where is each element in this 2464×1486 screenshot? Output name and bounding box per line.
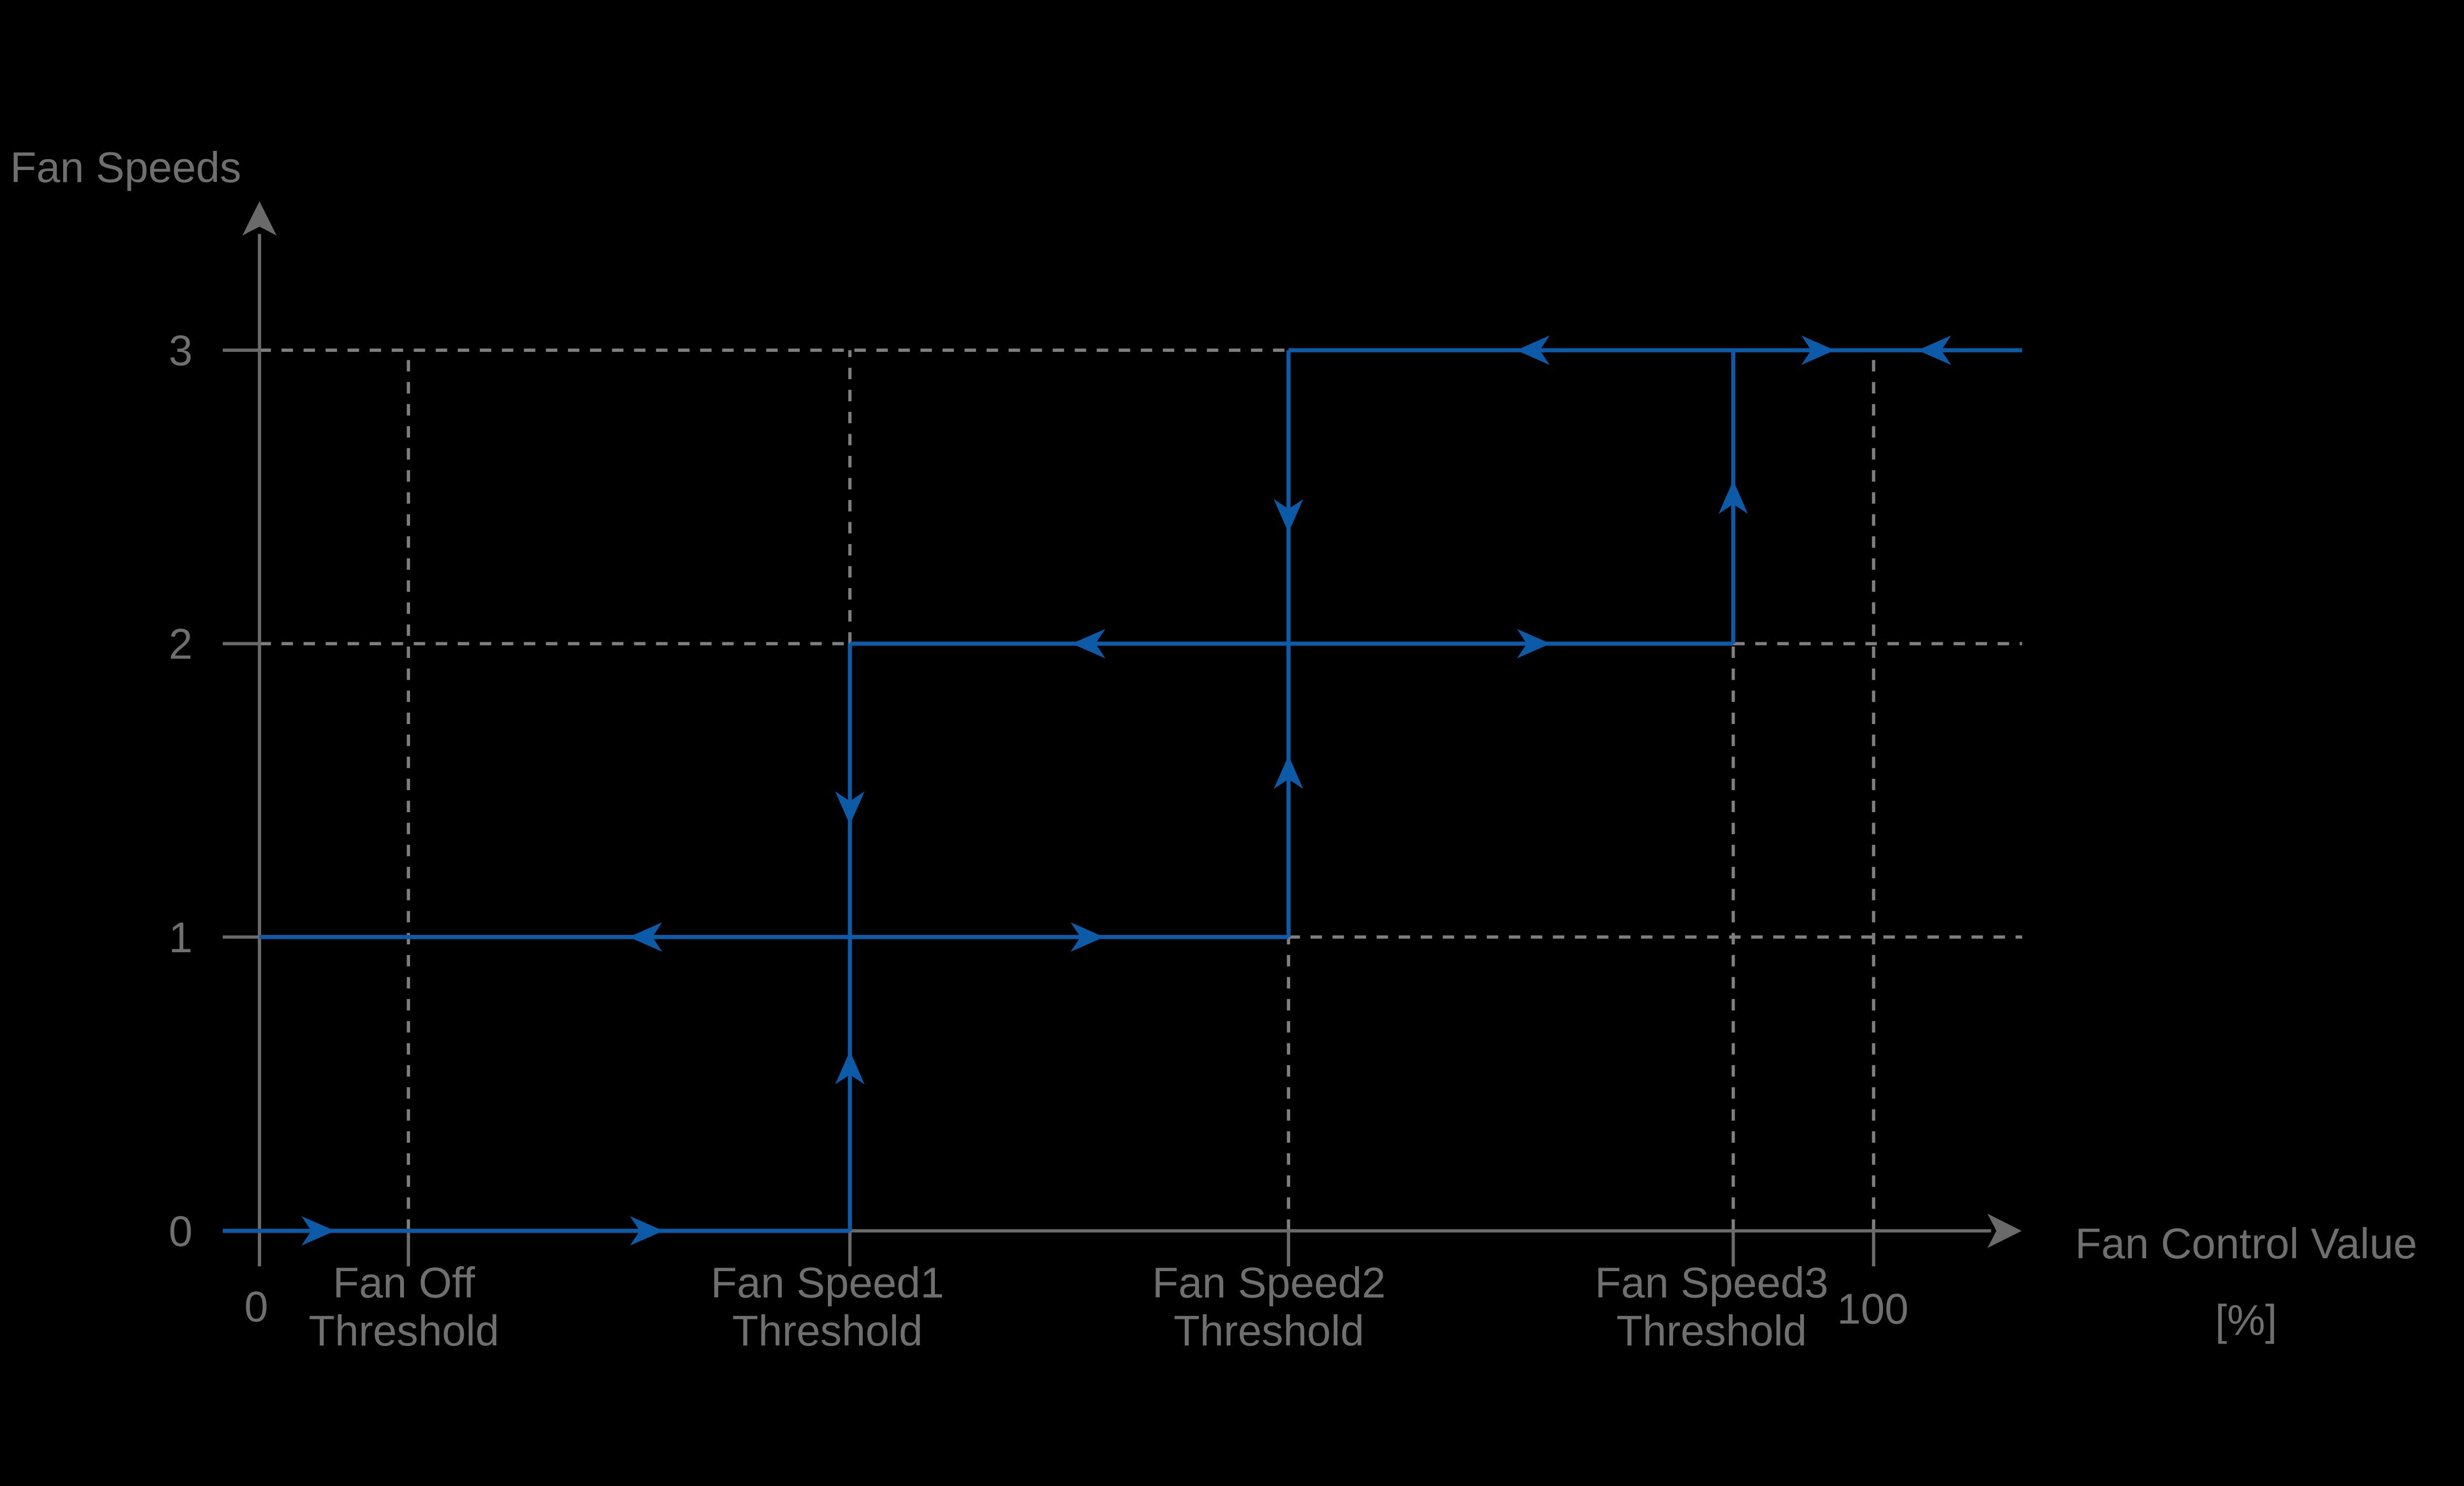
y-axis-title: Fan Speeds — [10, 143, 241, 191]
flow-direction-right-arrow-icon — [1801, 335, 1835, 365]
fan-speed3-threshold-l2: Threshold — [1616, 1307, 1807, 1355]
y-tick-label-1: 1 — [169, 914, 192, 962]
fan-off-threshold-l1: Fan Off — [333, 1259, 476, 1307]
x-tick-label-100: 100 — [1837, 1285, 1909, 1333]
flow-direction-left-arrow-icon — [1516, 335, 1550, 365]
fan-off-threshold-l2: Threshold — [308, 1307, 499, 1355]
x-axis-arrow-icon — [1987, 1213, 2022, 1248]
y-tick-label-0: 0 — [169, 1208, 192, 1255]
flow-direction-down-arrow-icon — [835, 791, 865, 825]
flow-direction-right-arrow-icon — [301, 1216, 335, 1246]
fan-speed3-threshold-l1: Fan Speed3 — [1595, 1259, 1828, 1307]
flow-direction-down-arrow-icon — [1273, 499, 1303, 533]
x-axis-title-l1: Fan Control Value — [2075, 1220, 2417, 1268]
flow-direction-right-arrow-icon — [1070, 922, 1104, 952]
flow-direction-left-arrow-icon — [1072, 629, 1105, 658]
y-axis-arrow-icon — [242, 201, 277, 236]
fan-speed2-threshold-l2: Threshold — [1174, 1307, 1365, 1355]
flow-direction-right-arrow-icon — [630, 1216, 664, 1246]
fan-speed1-threshold-l1: Fan Speed1 — [711, 1259, 944, 1307]
flow-direction-left-arrow-icon — [628, 922, 662, 952]
x-tick-label-0: 0 — [244, 1283, 268, 1331]
flow-direction-up-arrow-icon — [1273, 755, 1303, 789]
y-tick-label-2: 2 — [169, 621, 192, 668]
flow-direction-up-arrow-icon — [1718, 480, 1748, 514]
x-axis-title-l2: [%] — [2215, 1296, 2277, 1344]
fan-speed1-threshold-l2: Threshold — [732, 1307, 923, 1355]
chart-background — [0, 128, 2464, 1358]
flow-direction-up-arrow-icon — [835, 1051, 865, 1085]
y-tick-label-3: 3 — [169, 327, 192, 375]
flow-direction-right-arrow-icon — [1517, 629, 1551, 658]
fan-speed2-threshold-l1: Fan Speed2 — [1152, 1259, 1386, 1307]
flow-direction-left-arrow-icon — [1917, 335, 1951, 365]
